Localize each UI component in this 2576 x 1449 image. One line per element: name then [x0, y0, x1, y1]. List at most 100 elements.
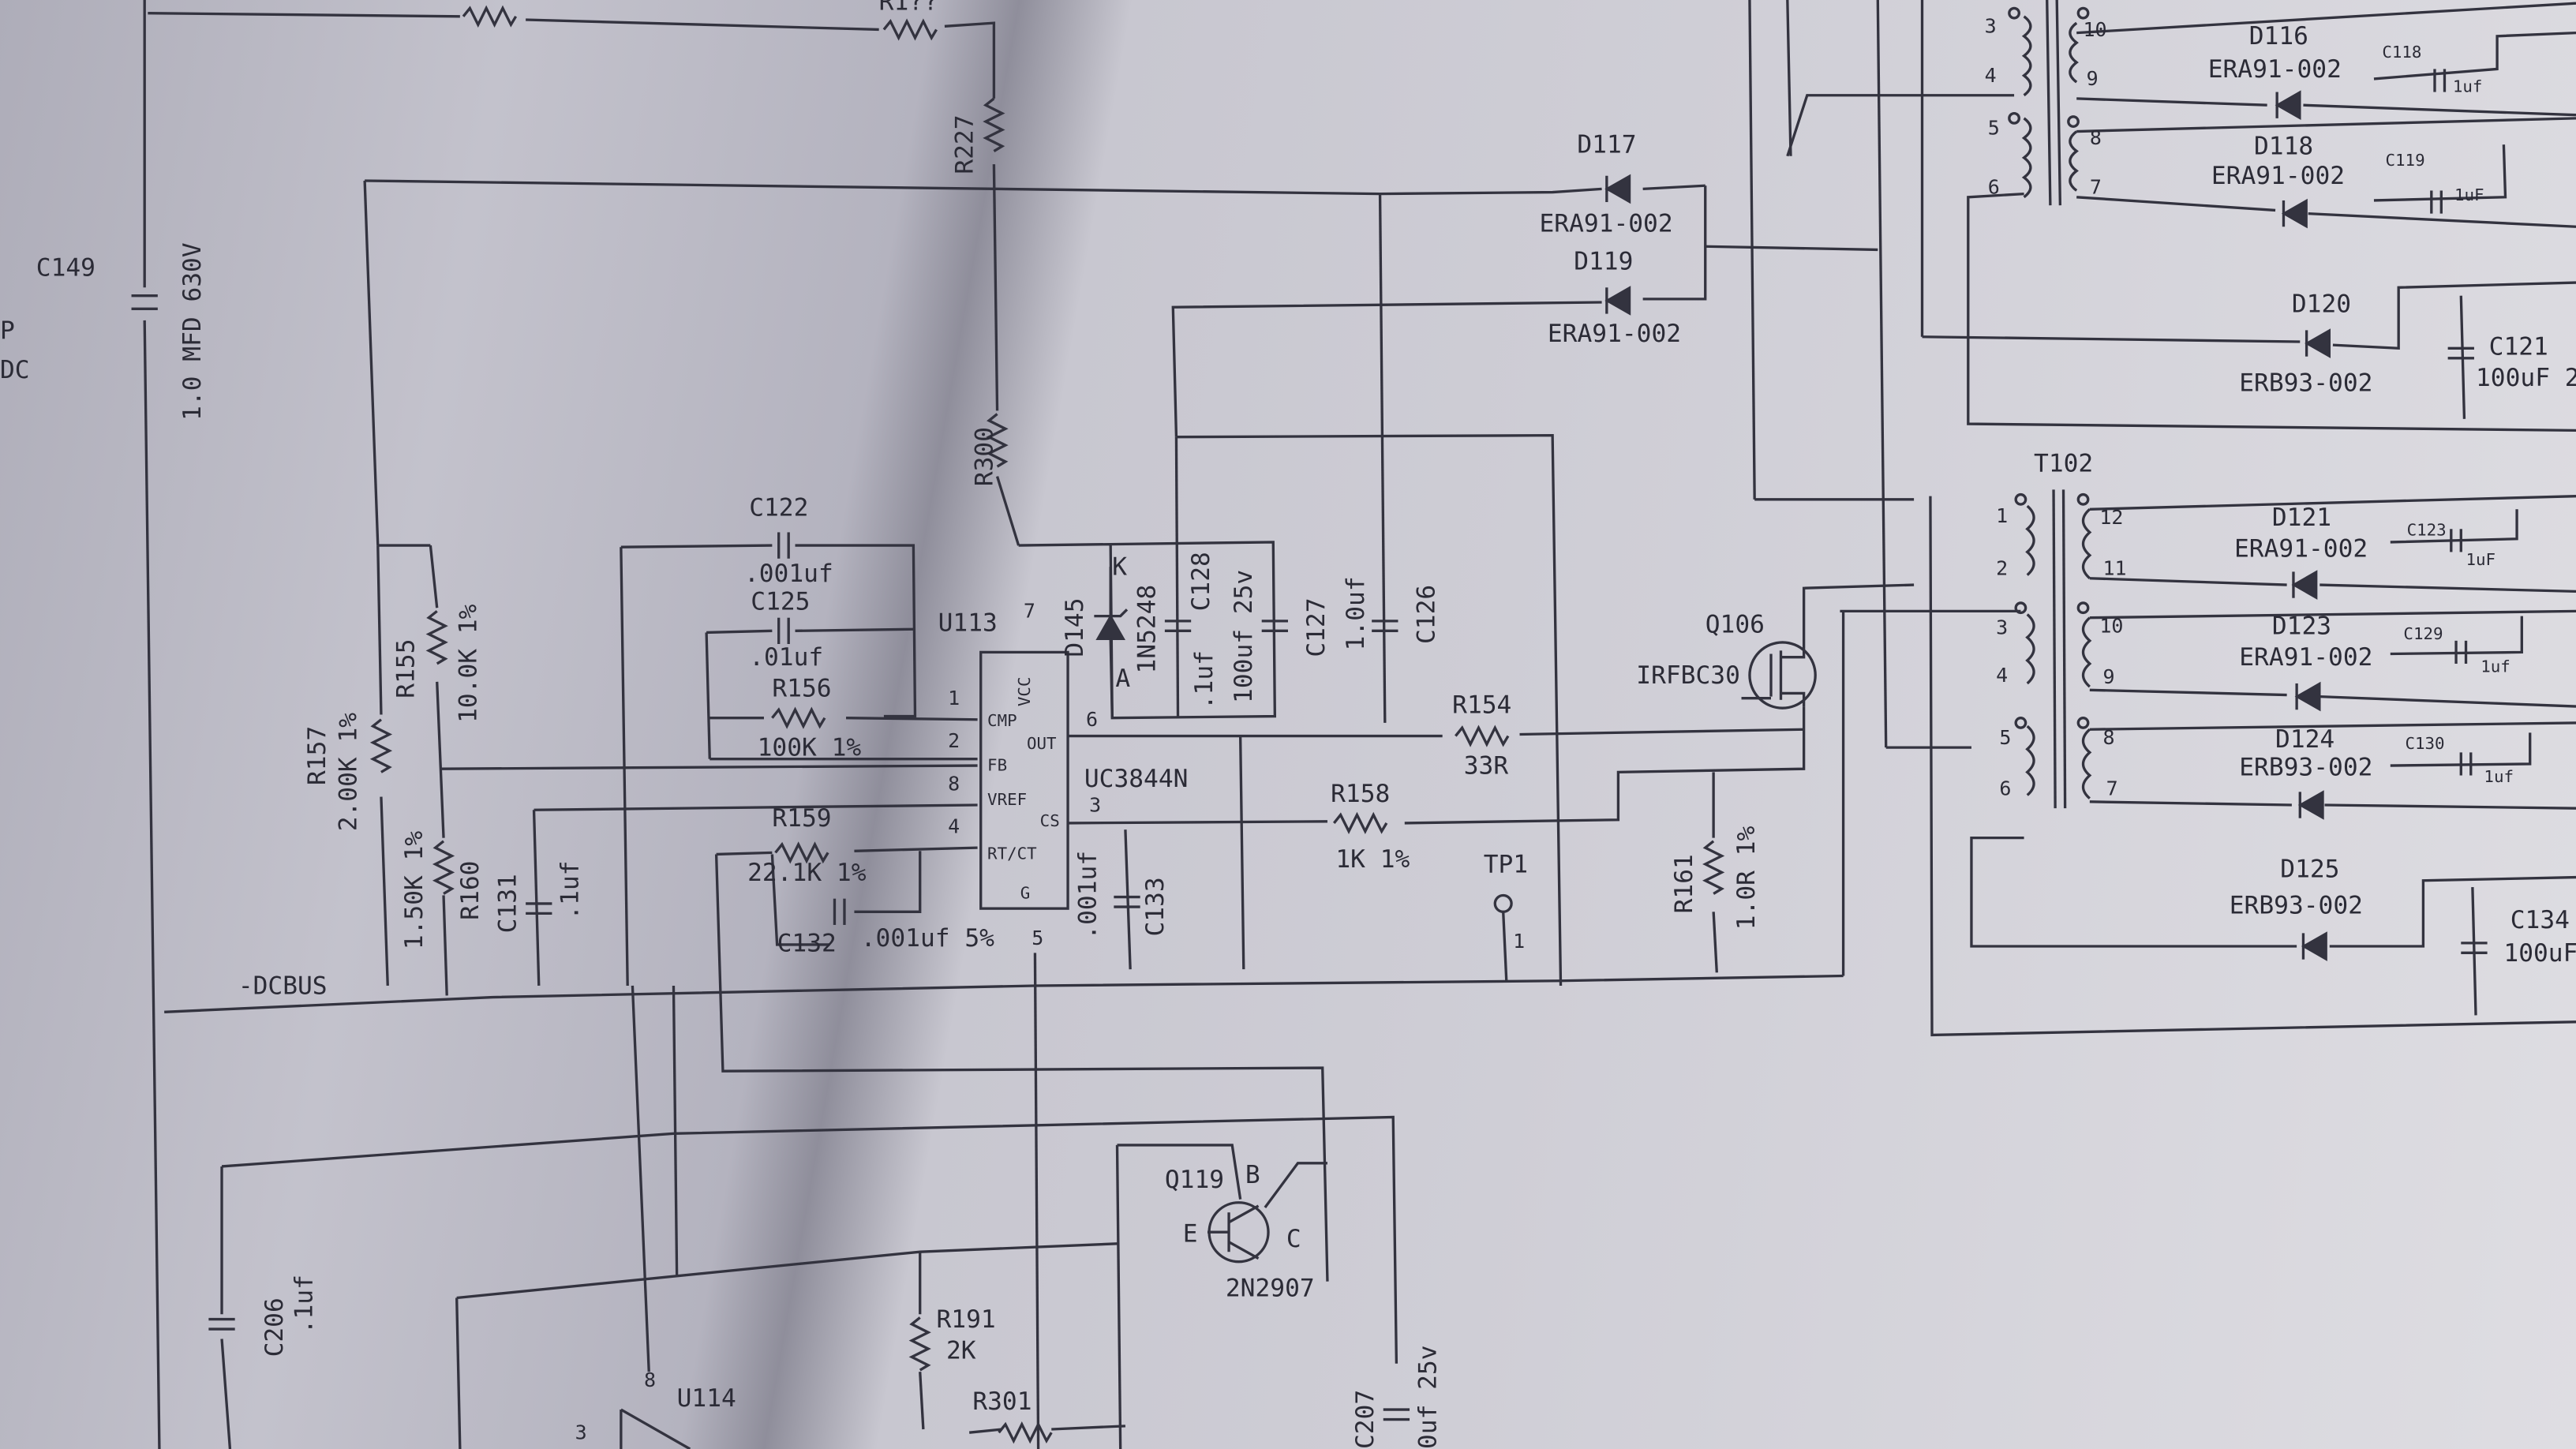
label-tp1-pin: 1: [1513, 930, 1525, 953]
label-c134: C134: [2510, 906, 2570, 934]
label-d145-k: K: [1112, 553, 1127, 582]
label-r191-value: 2K: [946, 1337, 976, 1365]
label-uc3844: UC3844N: [1084, 765, 1189, 793]
u113-pin-5: 5: [1032, 927, 1043, 949]
xfmr-top-pin-8: 8: [2090, 126, 2102, 149]
label-r300: R300: [970, 427, 998, 486]
t102-pin-11: 11: [2102, 557, 2126, 580]
label-t102: T102: [2034, 449, 2093, 477]
label-r227: R227: [950, 114, 979, 174]
label-c134-value: 100uF: [2503, 939, 2576, 968]
label-d145: D145: [1061, 597, 1089, 657]
label-d116-value: ERA91-002: [2208, 55, 2342, 84]
label-r155: R155: [392, 639, 421, 698]
xfmr-top-pin-9: 9: [2087, 67, 2099, 90]
label-r161-value: 1.0R 1%: [1732, 826, 1761, 930]
t102-pin-10: 10: [2099, 614, 2123, 637]
label-r157-value: 2.00K 1%: [335, 713, 363, 832]
xfmr-top-pin-5: 5: [1988, 117, 2000, 140]
xfmr-top-pin-7: 7: [2090, 176, 2102, 199]
label-d121: D121: [2272, 504, 2331, 532]
label-c206: C206: [260, 1297, 289, 1357]
label-c118: C118: [2382, 43, 2421, 62]
u113-pin-3: 3: [1089, 793, 1101, 816]
label-d119: D119: [1574, 247, 1633, 275]
wires: [143, 0, 2576, 1449]
label-c123: C123: [2407, 521, 2447, 540]
label-c207: C207: [1351, 1390, 1380, 1449]
components: [131, 0, 2488, 1449]
label-d124: D124: [2275, 725, 2334, 754]
label-q119-e: E: [1183, 1220, 1198, 1249]
label-d120: D120: [2292, 290, 2351, 319]
u113-name-rtct: RT/CT: [987, 844, 1037, 863]
label-q119-c: C: [1286, 1225, 1301, 1253]
t102-pin-6: 6: [1999, 777, 2011, 800]
u113-pin-8: 8: [948, 772, 960, 795]
label-r191: R191: [937, 1305, 996, 1334]
label-d123-value: ERA91-002: [2239, 643, 2372, 672]
label-d123: D123: [2272, 612, 2331, 641]
u113-name-vcc: VCC: [1015, 677, 1034, 707]
label-d145-value: 1N5248: [1133, 585, 1161, 674]
label-q119-b: B: [1245, 1161, 1260, 1189]
label-r158-value: 1K 1%: [1335, 845, 1410, 874]
label-d120-value: ERB93-002: [2239, 369, 2372, 397]
label-c133-value: .001uf: [1073, 851, 1102, 940]
t102-pin-1: 1: [1996, 504, 2008, 527]
label-r160-value: 1.50K 1%: [400, 831, 429, 950]
label-c129-value: 1uf: [2481, 657, 2510, 676]
label-d117-value: ERA91-002: [1539, 210, 1672, 238]
u113-name-vref: VREF: [987, 790, 1027, 809]
label-c129: C129: [2403, 624, 2443, 643]
label-q119-value: 2N2907: [1226, 1274, 1315, 1302]
label-c127: C127: [1302, 597, 1331, 657]
u113-pin-2: 2: [948, 729, 960, 752]
u113-name-g: G: [1020, 884, 1031, 903]
label-c123-value: 1uF: [2466, 550, 2496, 569]
u113-pin-7: 7: [1024, 600, 1035, 623]
label-d125-value: ERB93-002: [2230, 891, 2363, 919]
label-c130: C130: [2406, 734, 2445, 753]
label-r158: R158: [1331, 780, 1390, 808]
label-c119-value: 1uF: [2454, 185, 2484, 204]
u114-pin-8: 8: [644, 1368, 656, 1391]
label-r161: R161: [1670, 854, 1698, 913]
label-d118: D118: [2254, 133, 2313, 161]
label-r159: R159: [772, 804, 831, 833]
label-r154-value: 33R: [1464, 751, 1509, 780]
label-r155-value: 10.0K 1%: [455, 604, 483, 723]
label-c121: C121: [2489, 333, 2548, 361]
u113-name-cs: CS: [1040, 811, 1060, 830]
t102-pin-4: 4: [1996, 664, 2008, 687]
label-c206-value: .1uf: [290, 1275, 319, 1334]
label-c131-value: .1uf: [556, 861, 585, 920]
label-c132: C132: [777, 929, 837, 957]
label-c207-value: 0uf 25v: [1413, 1345, 1442, 1449]
xfmr-top-pin-6: 6: [1988, 176, 2000, 199]
label-q106: Q106: [1705, 610, 1765, 638]
label-r156: R156: [772, 675, 831, 703]
label-c125-value: .01uf: [749, 643, 823, 672]
label-u113: U113: [938, 608, 998, 637]
label-r156-value: 100K 1%: [758, 734, 862, 762]
xfmr-top-pin-4: 4: [1985, 64, 1997, 87]
u113-pin-4: 4: [948, 814, 960, 837]
label-d116: D116: [2249, 22, 2308, 51]
t102-pin-12: 12: [2099, 506, 2123, 529]
label-c132-value: .001uf 5%: [861, 924, 994, 953]
label-left-p: P: [0, 316, 15, 345]
label-d117: D117: [1577, 131, 1636, 159]
t102-pin-8: 8: [2102, 726, 2114, 749]
label-c127-value: 100uf 25v: [1230, 570, 1258, 703]
label-r157: R157: [303, 726, 331, 785]
label-r159-value: 22.1K 1%: [747, 859, 867, 887]
label-r154: R154: [1452, 691, 1511, 719]
label-r160: R160: [456, 861, 485, 920]
label-dcbus: -DCBUS: [238, 972, 328, 1000]
t102-pin-7: 7: [2106, 777, 2118, 800]
label-c128: C128: [1187, 552, 1215, 611]
u113-pin-6: 6: [1086, 708, 1098, 731]
